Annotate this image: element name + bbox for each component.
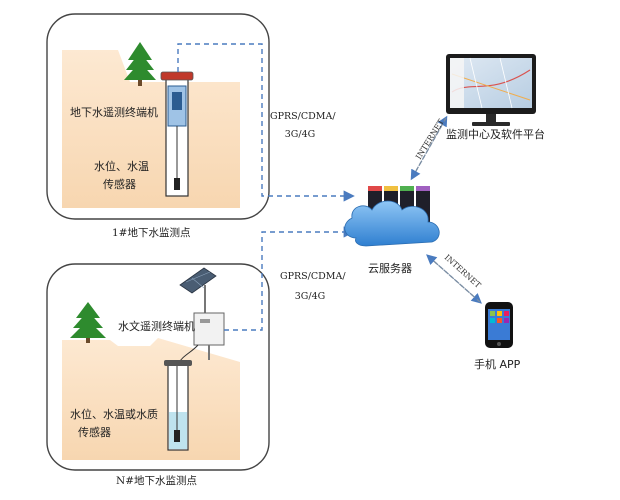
phone-icon: [485, 302, 513, 348]
siteN-terminal-label: 水文遥测终端机: [118, 320, 195, 333]
site1-terminal-display: [172, 92, 182, 110]
tree-icon: [70, 302, 106, 343]
monitor-center-label: 监测中心及软件平台: [446, 128, 545, 141]
site1-well-cap: [160, 71, 194, 81]
site1-link: [177, 43, 355, 202]
site1-sensor: [174, 178, 180, 190]
siteN-sensor-label-line2: 传感器: [78, 426, 111, 439]
siteN-sensor: [174, 430, 180, 442]
monitor-icon: [446, 54, 536, 126]
siteN-caption: N#地下水监测点: [116, 475, 197, 487]
phone-label: 手机 APP: [474, 358, 521, 371]
site1-ground: [62, 50, 240, 208]
site1-sensor-label-line1: 水位、水温: [94, 160, 149, 173]
site1-caption: 1#地下水监测点: [112, 227, 191, 239]
siteN-ground: [62, 338, 240, 460]
siteN-link-label-line2: 3G/4G: [294, 291, 326, 302]
phone-link: [426, 254, 482, 304]
site1-panel: [46, 13, 270, 220]
tree-icon: [124, 42, 156, 86]
siteN-panel: [46, 263, 270, 471]
site1-terminal-label: 地下水遥测终端机: [70, 106, 158, 119]
siteN-terminal-box: [193, 312, 225, 346]
site1-link-label-line2: 3G/4G: [284, 129, 316, 140]
phone-link-label: INTERNET: [443, 253, 483, 291]
cloud-label: 云服务器: [368, 262, 412, 275]
siteN-well-cap: [164, 360, 192, 366]
solar-panel-icon: [179, 267, 217, 318]
siteN-link-label-line1: GPRS/CDMA/: [280, 271, 346, 282]
siteN-sensor-label-line1: 水位、水温或水质: [70, 408, 158, 421]
site1-link-label-line1: GPRS/CDMA/: [270, 111, 336, 122]
monitor-link-label: INTERNET: [414, 117, 446, 161]
cloud-server-icon: [344, 186, 440, 247]
monitor-link: [410, 115, 448, 181]
siteN-link: [224, 226, 355, 331]
siteN-terminal-indicator: [200, 319, 210, 323]
site1-sensor-label-line2: 传感器: [103, 178, 136, 191]
